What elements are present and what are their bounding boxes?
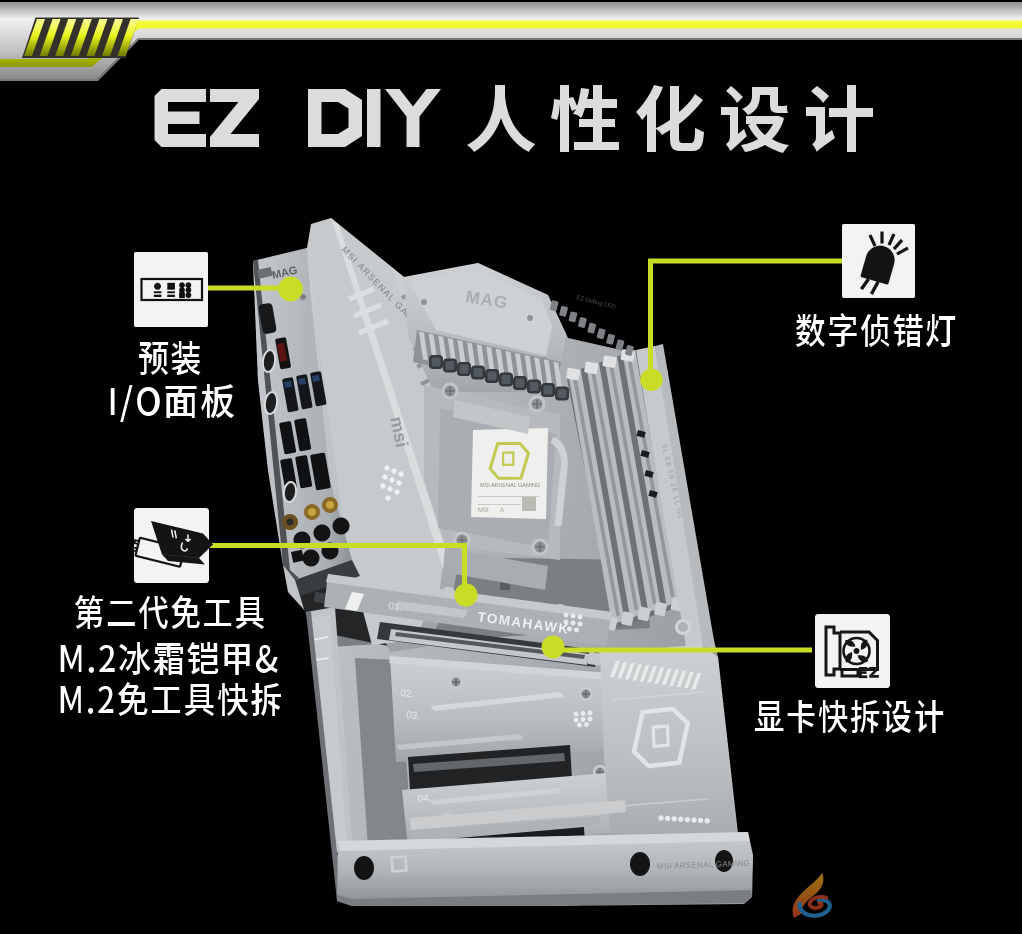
svg-text:MSI ARSENAL GAMING: MSI ARSENAL GAMING [480, 483, 540, 489]
svg-text:03.: 03. [406, 710, 421, 722]
svg-text:A: A [500, 508, 504, 514]
svg-text:____________________: ____________________ [477, 492, 540, 498]
svg-text:MSI ARSENAL GAMING: MSI ARSENAL GAMING [657, 859, 750, 871]
svg-text:04.: 04. [417, 793, 432, 805]
svg-text:______________: ______________ [477, 500, 522, 506]
svg-text:02.: 02. [400, 688, 415, 700]
svg-text:MSI: MSI [478, 508, 489, 514]
